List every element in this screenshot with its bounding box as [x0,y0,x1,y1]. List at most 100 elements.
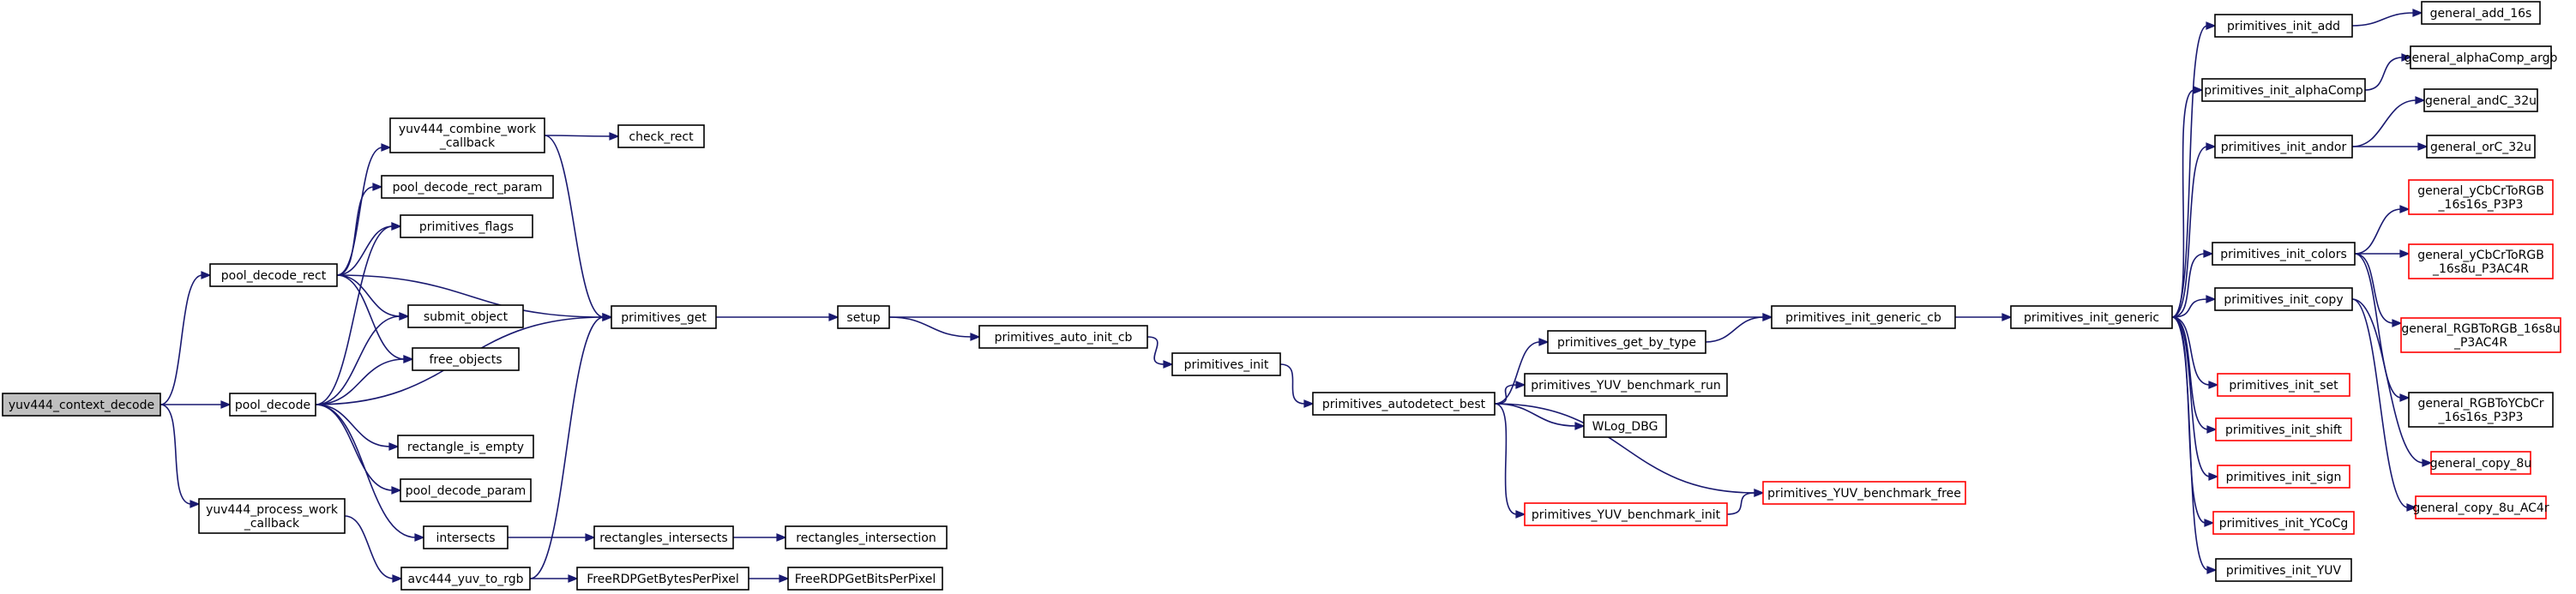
node-box [1547,330,1706,354]
arrowhead [2206,142,2217,151]
node-primitives-init-set[interactable]: primitives_init_set [2217,373,2350,397]
arrowhead [414,533,425,542]
node-primitives-auto-init-cb[interactable]: primitives_auto_init_cb [978,325,1148,349]
call-edge [2351,298,2417,512]
node-freerdpgetbytesperpixel[interactable]: FreeRDPGetBytesPerPixel [576,567,749,591]
node-label: FreeRDPGetBytesPerPixel [587,573,739,586]
node-pool-decode[interactable]: pool_decode [229,393,316,417]
node-label: primitives_init_set [2229,379,2338,393]
node-label: general_orC_32u [2430,141,2531,154]
node-primitives-init-sign[interactable]: primitives_init_sign [2217,465,2350,489]
call-edge [733,533,787,542]
node-primitives-flags[interactable]: primitives_flags [400,214,533,238]
node-general-orc-32u[interactable]: general_orC_32u [2426,135,2536,159]
node-general-copy-8u[interactable]: general_copy_8u [2430,451,2531,475]
node-intersects[interactable]: intersects [423,525,509,549]
node-box [1171,352,1281,376]
node-primitives-init-alphacomp[interactable]: primitives_init_alphaComp [2201,78,2366,102]
node-pool-decode-param[interactable]: pool_decode_param [400,478,532,502]
node-box [2010,305,2173,329]
node-label: submit_object [424,310,509,324]
node-primitives-init-shift[interactable]: primitives_init_shift [2215,417,2352,441]
arrowhead [2001,313,2013,321]
arrowhead [2208,381,2219,389]
node-box [2430,451,2531,475]
node-general-andc-32u[interactable]: general_andC_32u [2423,88,2538,112]
node-yuv444-context-decode[interactable]: yuv444_context_decode [2,393,161,417]
arrowhead [2417,142,2429,151]
node-general-copy-8u-ac4r[interactable]: general_copy_8u_AC4r [2412,495,2549,519]
node-primitives-init-andor[interactable]: primitives_init_andor [2214,135,2353,159]
node-label: primitives_init_add [2227,20,2340,33]
node-primitives-get-by-type[interactable]: primitives_get_by_type [1547,330,1706,354]
node-box [787,567,943,591]
node-general-add-16s[interactable]: general_add_16s [2421,1,2541,25]
call-edge [1494,338,1550,405]
call-edge [1279,363,1315,408]
node-primitives-init-generic[interactable]: primitives_init_generic [2010,305,2173,329]
arrowhead [568,574,579,583]
node-rectangles-intersection[interactable]: rectangles_intersection [785,525,948,549]
node-label: general_RGBToRGB_16s8u [2401,322,2560,336]
node-general-rgbtorgb-16s8u-p3ac4r[interactable]: general_RGBToRGB_16s8u_P3AC4R [2400,317,2561,353]
call-edge [315,404,402,495]
node-free-objects[interactable]: free_objects [412,347,520,371]
node-box [2400,317,2561,353]
node-freerdpgetbitsperpixel[interactable]: FreeRDPGetBitsPerPixel [787,567,943,591]
node-pool-decode-rect[interactable]: pool_decode_rect [209,263,338,287]
node-box [389,117,545,153]
call-edge [2351,96,2426,147]
node-primitives-yuv-benchmark-free[interactable]: primitives_YUV_benchmark_free [1762,481,1966,505]
node-box [2415,495,2547,519]
node-setup[interactable]: setup [837,305,890,329]
node-pool-decode-rect-param[interactable]: pool_decode_rect_param [381,175,554,199]
node-label: FreeRDPGetBitsPerPixel [795,573,936,586]
node-primitives-init-yuv[interactable]: primitives_init_YUV [2215,558,2352,582]
node-label: general_copy_8u_AC4r [2412,501,2549,515]
node-label: primitives_YUV_benchmark_free [1767,487,1961,501]
node-box [785,525,948,549]
call-edge [344,515,403,583]
arrowhead [779,574,790,583]
node-avc444-yuv-to-rgb[interactable]: avc444_yuv_to_rgb [400,567,531,591]
node-primitives-get[interactable]: primitives_get [611,305,717,329]
arrowhead [2422,459,2433,467]
node-yuv444-combine-work-callback[interactable]: yuv444_combine_work_callback [389,117,545,153]
node-general-alphacomp-argb[interactable]: general_alphaComp_argb [2404,45,2558,69]
call-edge [544,135,613,321]
node-box [2423,88,2538,112]
node-submit-object[interactable]: submit_object [407,304,524,328]
node-label: primitives_init_copy [2224,293,2343,307]
node-label: yuv444_context_decode [9,399,154,412]
node-primitives-autodetect-best[interactable]: primitives_autodetect_best [1312,392,1496,416]
node-rectangle-is-empty[interactable]: rectangle_is_empty [397,435,534,459]
call-edge [2171,316,2219,481]
node-label: _16s16s_P3P3 [2438,411,2524,424]
node-primitives-yuv-benchmark-run[interactable]: primitives_YUV_benchmark_run [1524,373,1728,397]
node-label: _16s8u_P3AC4R [2432,262,2529,276]
arrowhead [2399,205,2410,213]
node-primitives-yuv-benchmark-init[interactable]: primitives_YUV_benchmark_init [1524,502,1728,526]
node-general-ycbcrtorgb-16s16s-p3p3[interactable]: general_yCbCrToRGB_16s16s_P3P3 [2408,179,2554,215]
node-primitives-init-copy[interactable]: primitives_init_copy [2214,287,2353,311]
node-primitives-init[interactable]: primitives_init [1171,352,1281,376]
node-label: primitives_init_generic [2024,311,2159,325]
node-check-rect[interactable]: check_rect [617,124,705,148]
node-box [617,124,705,148]
node-primitives-init-add[interactable]: primitives_init_add [2214,14,2353,38]
node-wlog-dbg[interactable]: WLog_DBG [1583,414,1667,438]
node-primitives-init-ycocg[interactable]: primitives_init_YCoCg [2212,511,2355,535]
node-yuv444-process-work-callback[interactable]: yuv444_process_work_callback [198,498,346,534]
node-box [978,325,1148,349]
arrowhead [2204,519,2215,527]
arrowhead [1163,360,1174,369]
node-general-ycbcrtorgb-16s8u-p3ac4r[interactable]: general_yCbCrToRGB_16s8u_P3AC4R [2408,243,2554,279]
call-edge [2171,316,2218,574]
node-label: yuv444_combine_work [399,123,537,136]
node-box [593,525,734,549]
node-primitives-init-colors[interactable]: primitives_init_colors [2212,242,2356,266]
node-primitives-init-generic-cb[interactable]: primitives_init_generic_cb [1771,305,1956,329]
node-rectangles-intersects[interactable]: rectangles_intersects [593,525,734,549]
node-general-rgbtoycbcr-16s16s-p3p3[interactable]: general_RGBToYCbCr_16s16s_P3P3 [2408,392,2554,428]
